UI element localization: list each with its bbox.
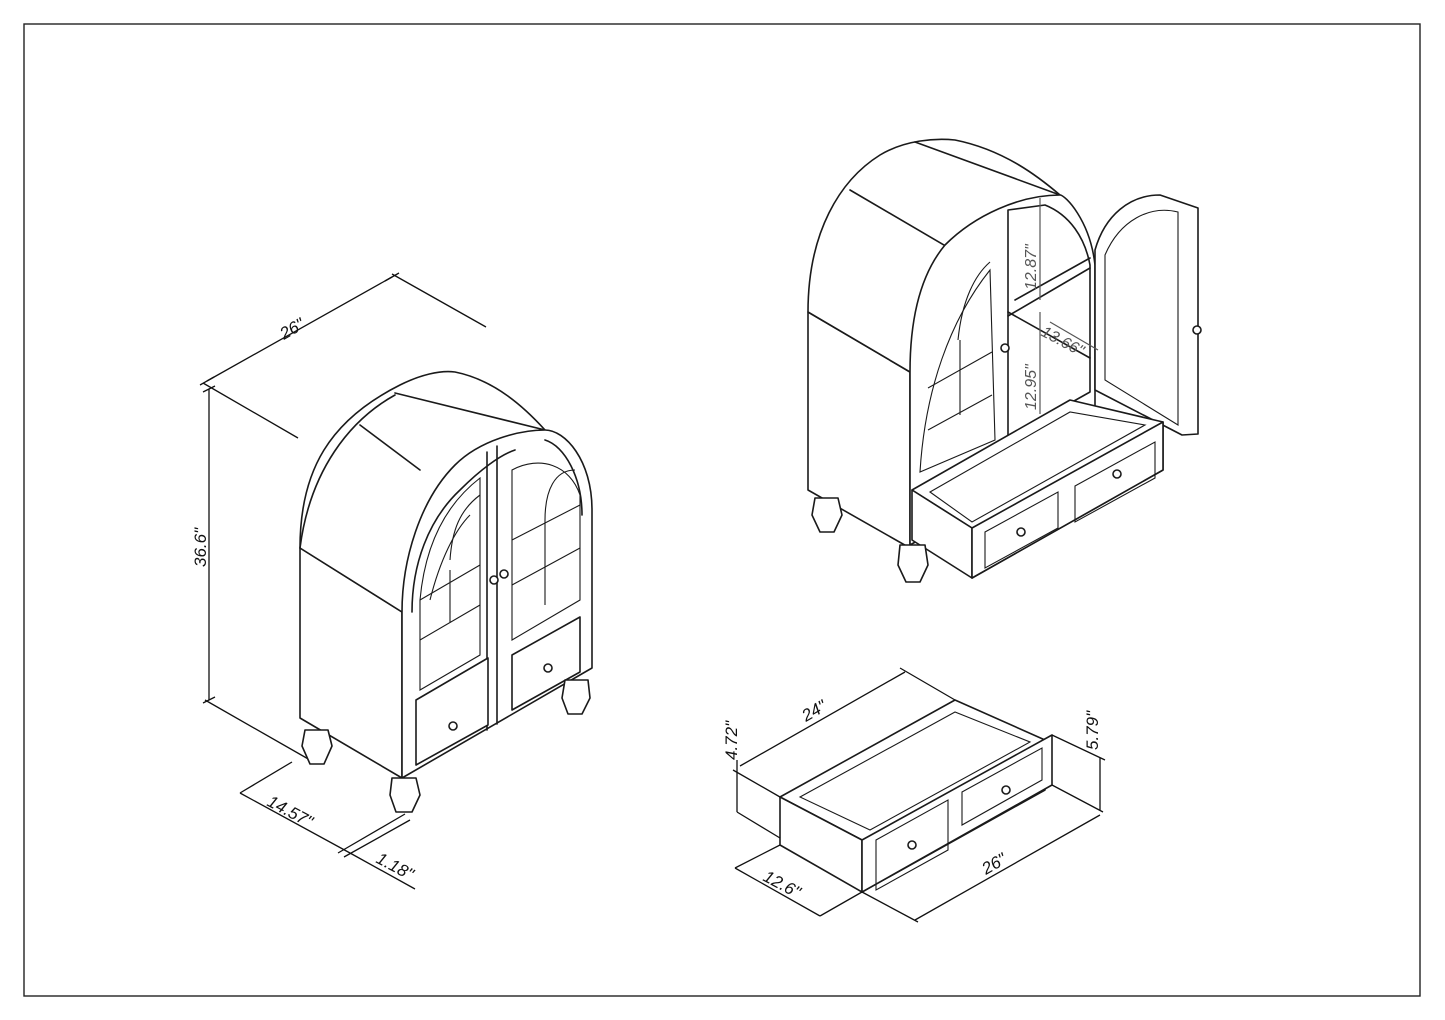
cabinet-closed-view: 26" 36.6" 14.57" 1.18" <box>191 272 593 890</box>
cabinet-open-view: 12.87" 13.66" 12.95" <box>807 138 1202 583</box>
dim-label-drawer-outer-width: 26" <box>978 849 1011 879</box>
dim-label-drawer-inner-height: 4.72" <box>722 720 741 760</box>
drawer-detail-view: 24" 4.72" 5.79" 26" 12.6" <box>722 667 1106 923</box>
dim-label-drawer-outer-height: 5.79" <box>1083 710 1102 750</box>
drawer-knob-left <box>448 721 458 731</box>
dim-cabinet-depth: 14.57" 1.18" <box>239 761 417 890</box>
open-door-knob <box>1000 343 1010 353</box>
dim-label-shelf-lower: 12.95" <box>1023 363 1040 410</box>
dim-label-shelf-upper: 12.87" <box>1023 243 1040 290</box>
dim-label-cabinet-height: 36.6" <box>191 527 210 567</box>
dim-label-door-offset: 1.18" <box>373 849 417 885</box>
dim-label-cabinet-depth: 14.57" <box>264 792 317 832</box>
drawer-knob-right <box>543 663 553 673</box>
dim-cabinet-height: 36.6" <box>191 385 311 761</box>
leg-front <box>389 777 421 813</box>
opened-door <box>1094 194 1199 436</box>
dim-label-drawer-inner-width: 24" <box>798 696 831 726</box>
sheet-border <box>23 23 1421 997</box>
dim-label-drawer-depth: 12.6" <box>760 867 804 903</box>
door-knob-right <box>499 569 509 579</box>
leg-left <box>301 729 333 765</box>
leg-right <box>561 679 591 715</box>
door-knob-left <box>489 575 499 585</box>
